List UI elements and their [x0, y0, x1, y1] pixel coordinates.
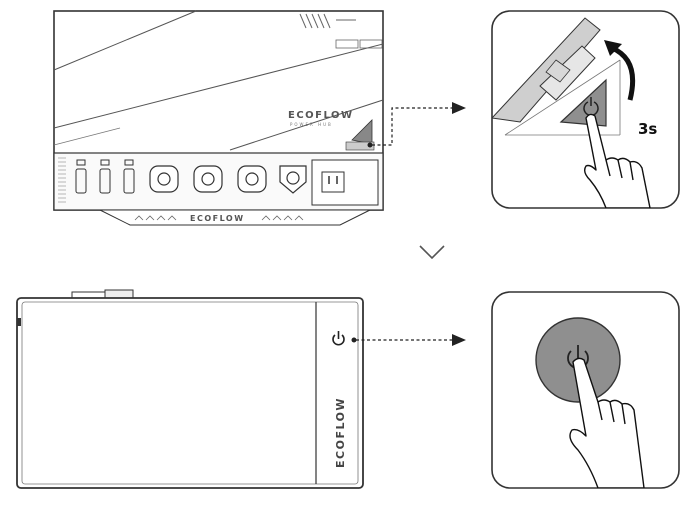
small-ports	[75, 159, 135, 194]
svg-text:ECOFLOW: ECOFLOW	[334, 397, 347, 468]
pointer-arrow-1	[367, 102, 466, 148]
ac-outlet	[311, 159, 379, 206]
hold-duration-label: 3s	[638, 120, 657, 138]
power-icon[interactable]	[559, 78, 607, 127]
ecoflow-logo: ECOFLOW POWER HUB	[288, 110, 354, 127]
svg-text:POWER HUB: POWER HUB	[290, 122, 333, 127]
hand-icon	[583, 113, 651, 208]
power-hub-device: ECOFLOW POWER HUB	[53, 10, 384, 226]
large-ports	[149, 165, 307, 194]
power-button[interactable]	[345, 119, 375, 151]
panel-power-button[interactable]	[332, 331, 345, 346]
pointer-arrow-2	[351, 334, 466, 346]
chevron-down-icon	[419, 245, 445, 260]
battery-panel-device: ECOFLOW	[16, 289, 364, 489]
base-strip: ECOFLOW	[99, 209, 371, 226]
detail-panel-press	[491, 291, 680, 489]
detail-panel-hold: 3s	[491, 10, 680, 209]
curved-arrow	[604, 40, 636, 101]
vertical-logo: ECOFLOW	[334, 397, 347, 468]
hand-icon	[569, 357, 645, 488]
svg-text:ECOFLOW: ECOFLOW	[190, 214, 245, 223]
svg-text:ECOFLOW: ECOFLOW	[288, 110, 354, 121]
